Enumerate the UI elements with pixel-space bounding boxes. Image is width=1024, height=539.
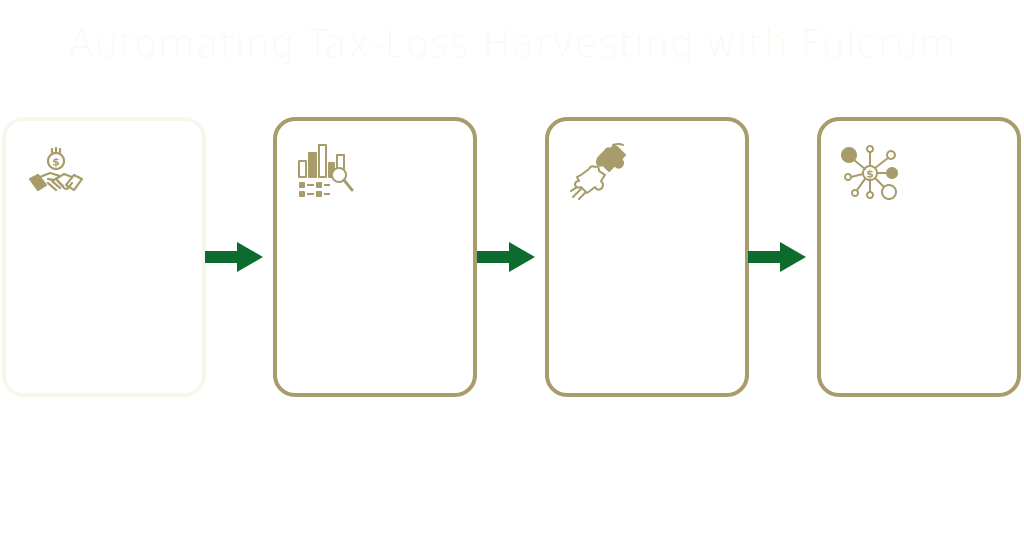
dollar-network-icon: $ xyxy=(841,143,901,203)
svg-text:$: $ xyxy=(52,156,60,169)
right-arrow-icon xyxy=(748,242,806,272)
step-card-4: $ xyxy=(817,117,1021,397)
bar-chart-magnifier-icon xyxy=(297,143,357,203)
connector-arrow-2 xyxy=(477,241,535,273)
step-card-2 xyxy=(273,117,477,397)
diagram-title: Automating Tax-Loss Harvesting with Fulc… xyxy=(67,22,957,66)
connector-arrow-1 xyxy=(205,241,263,273)
step-card-3 xyxy=(545,117,749,397)
right-arrow-icon xyxy=(477,242,535,272)
connector-arrow-3 xyxy=(748,241,806,273)
right-arrow-icon xyxy=(205,242,263,272)
handshake-dollar-icon: $ xyxy=(26,143,86,203)
puzzle-pieces-icon xyxy=(569,143,629,203)
svg-text:$: $ xyxy=(866,168,874,181)
step-card-1: $ xyxy=(2,117,206,397)
